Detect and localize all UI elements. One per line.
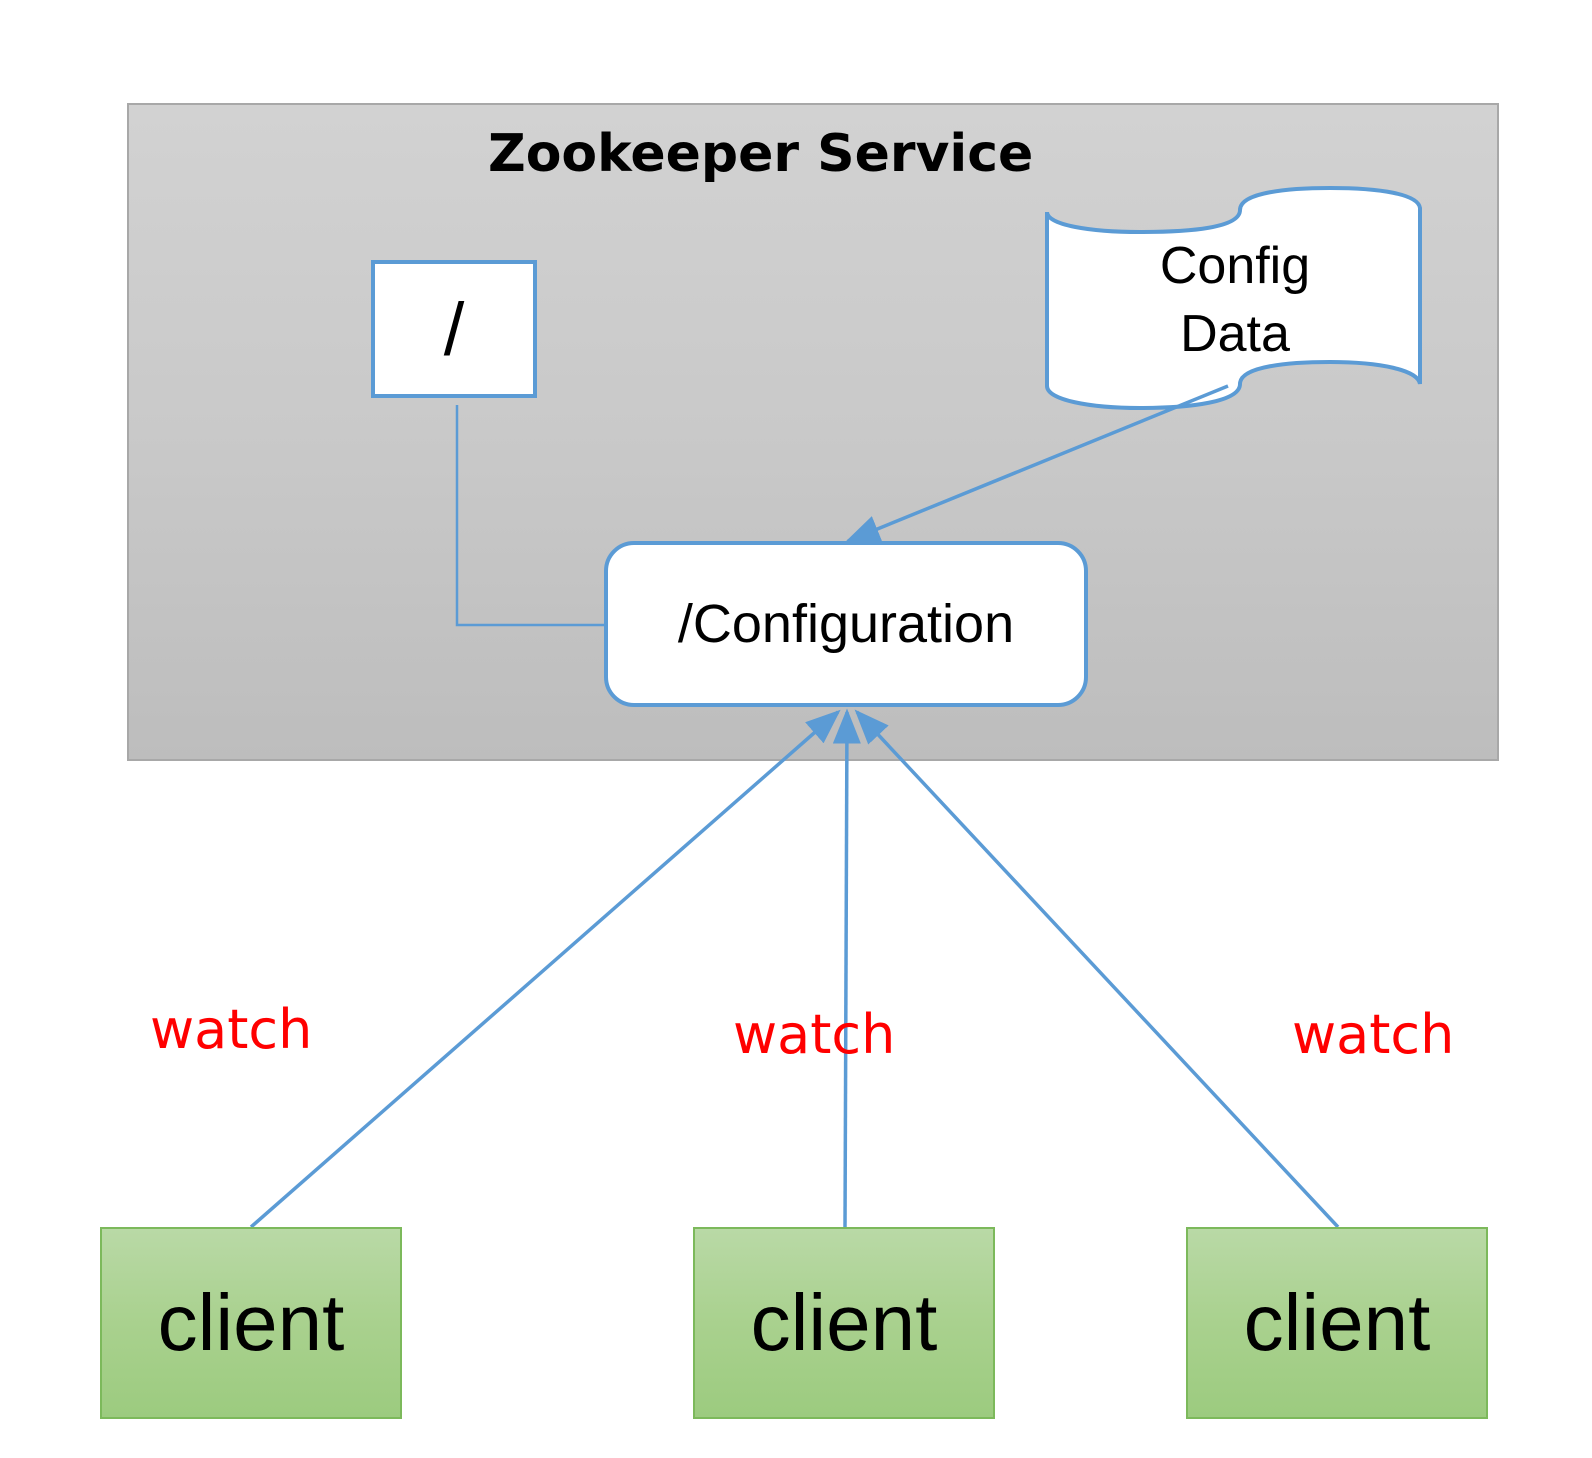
client-box-1: client [100,1227,402,1419]
configuration-znode: /Configuration [604,541,1088,707]
config-data-arrow [844,384,1229,543]
client-box-2: client [693,1227,995,1419]
root-znode: / [371,260,537,398]
client-3-watch-arrow [854,709,1340,1229]
client-box-3: client [1186,1227,1488,1419]
client-2-watch-arrow [832,708,861,1228]
config-data-line-1: Config [1159,237,1311,295]
service-title: Zookeeper Service [488,124,1034,184]
config-data-line-2: Data [1180,305,1290,363]
config-data-label: Config Data [1120,232,1350,368]
root-to-configuration-connector [455,405,604,627]
client-1-watch-arrow [249,709,841,1229]
watch-label-3: watch [1292,1003,1455,1066]
watch-label-1: watch [150,998,313,1061]
watch-label-2: watch [733,1003,896,1066]
